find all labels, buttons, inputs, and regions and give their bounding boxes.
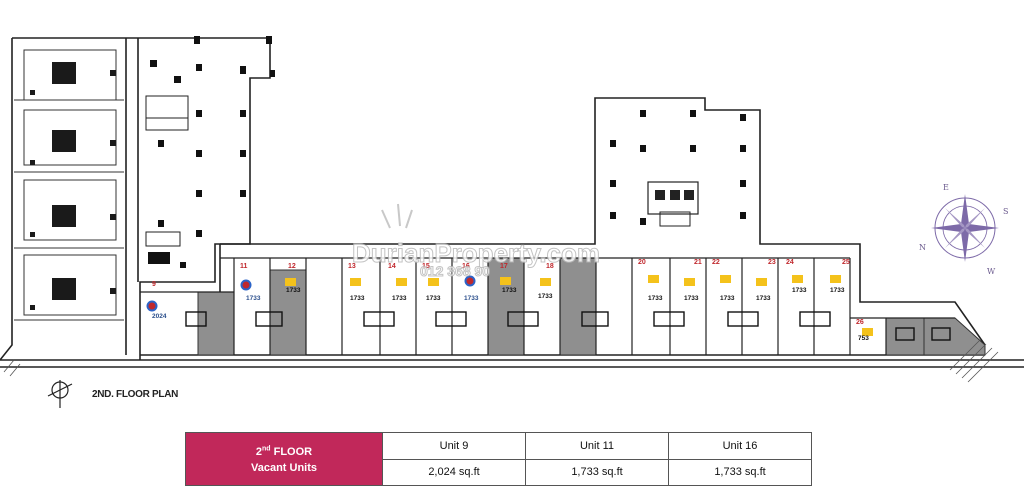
unit-23-number: 23 [768, 259, 776, 266]
floor-plan-title: 2ND. FLOOR PLAN [92, 389, 178, 400]
unit-9-marker [146, 300, 158, 312]
left-block-fixtures [30, 62, 116, 310]
watermark-text: DurianProperty.com [352, 238, 600, 268]
unit-16-size: 1,733 sq.ft [668, 458, 812, 486]
unit-15-number: 15 [422, 263, 430, 270]
table-row: 2nd FLOOR Vacant Units Unit 9 Unit 11 Un… [185, 432, 812, 486]
unit-12-number: 12 [288, 263, 296, 270]
unit-9-name: Unit 9 [382, 432, 526, 460]
unit-14-area: 1733 [392, 295, 407, 302]
unit-13-number: 13 [348, 263, 356, 270]
building-outline [0, 37, 1024, 368]
unit-25-number: 25 [842, 259, 850, 266]
unit-11-size: 1,733 sq.ft [525, 458, 669, 486]
unit-20-marker [648, 275, 659, 283]
header-vacant: Vacant Units [250, 462, 318, 475]
unit-9-size: 2,024 sq.ft [382, 458, 526, 486]
unit-26-marker [862, 328, 873, 336]
unit-24-number: 24 [786, 259, 794, 266]
unit-12-area: 1733 [286, 287, 301, 294]
compass-w: W [987, 267, 996, 276]
compass-e: E [943, 183, 949, 192]
table-row: 2,024 sq.ft 1,733 sq.ft 1,733 sq.ft [186, 458, 812, 486]
north-arrow-icon [47, 380, 73, 408]
unit-24-marker [792, 275, 803, 283]
unit-11-area: 1733 [246, 295, 261, 302]
unit-17-marker [500, 277, 511, 285]
unit-20-area: 1733 [648, 295, 663, 302]
unit-dividers [140, 257, 955, 355]
left-block [14, 49, 124, 321]
unit-17-number: 17 [500, 263, 508, 270]
unit-labels: 9202411173312173313173314173315173316173… [146, 259, 873, 342]
header-floor: 2nd FLOOR [255, 445, 313, 459]
unit-11-name: Unit 11 [525, 432, 669, 460]
watermark: DurianProperty.com 012 368 90 [352, 203, 601, 280]
unit-20-number: 20 [638, 259, 646, 266]
compass-n: N [919, 243, 926, 252]
unit-21-area: 1733 [684, 295, 699, 302]
unit-21-number: 21 [694, 259, 702, 266]
unit-fixtures [185, 311, 951, 341]
unit-14-number: 14 [388, 263, 396, 270]
unit-22-number: 22 [712, 259, 720, 266]
unit-25-area: 1733 [830, 287, 845, 294]
unit-13-area: 1733 [350, 295, 365, 302]
unit-18-area: 1733 [538, 293, 553, 300]
unit-26-area: 753 [858, 335, 869, 342]
compass-rose-icon: E S W N [919, 183, 1008, 276]
unit-12-marker [285, 278, 296, 286]
unit-17-area: 1733 [502, 287, 517, 294]
lift-core [145, 95, 699, 247]
unit-18-number: 18 [546, 263, 554, 270]
unit-11-number: 11 [240, 263, 248, 270]
unit-13-marker [350, 278, 361, 286]
unit-16-area: 1733 [464, 295, 479, 302]
vacant-units-table: 2nd FLOOR Vacant Units Unit 9 Unit 11 Un… [185, 432, 812, 486]
unit-16-number: 16 [462, 263, 470, 270]
unit-11-marker [240, 279, 252, 291]
unit-16-marker [464, 275, 476, 287]
unit-24-area: 1733 [792, 287, 807, 294]
table-header: 2nd FLOOR Vacant Units [185, 432, 383, 486]
unit-23-area: 1733 [756, 295, 771, 302]
unit-25-marker [830, 275, 841, 283]
unit-22-area: 1733 [720, 295, 735, 302]
unit-18-marker [540, 278, 551, 286]
unit-15-area: 1733 [426, 295, 441, 302]
compass-s: S [1003, 207, 1008, 216]
unit-21-marker [684, 278, 695, 286]
structure-columns [148, 36, 746, 268]
floor-plan: 9202411173312173313173314173315173316173… [0, 36, 1024, 408]
unit-26-number: 26 [856, 319, 864, 326]
unit-14-marker [396, 278, 407, 286]
unit-9-number: 9 [152, 281, 156, 288]
unit-22-marker [720, 275, 731, 283]
unit-16-name: Unit 16 [668, 432, 812, 460]
unit-9-area: 2024 [152, 313, 167, 320]
unit-15-marker [428, 278, 439, 286]
unit-23-marker [756, 278, 767, 286]
watermark-phone: 012 368 90 [420, 263, 490, 279]
entrance-ramp [3, 339, 999, 383]
